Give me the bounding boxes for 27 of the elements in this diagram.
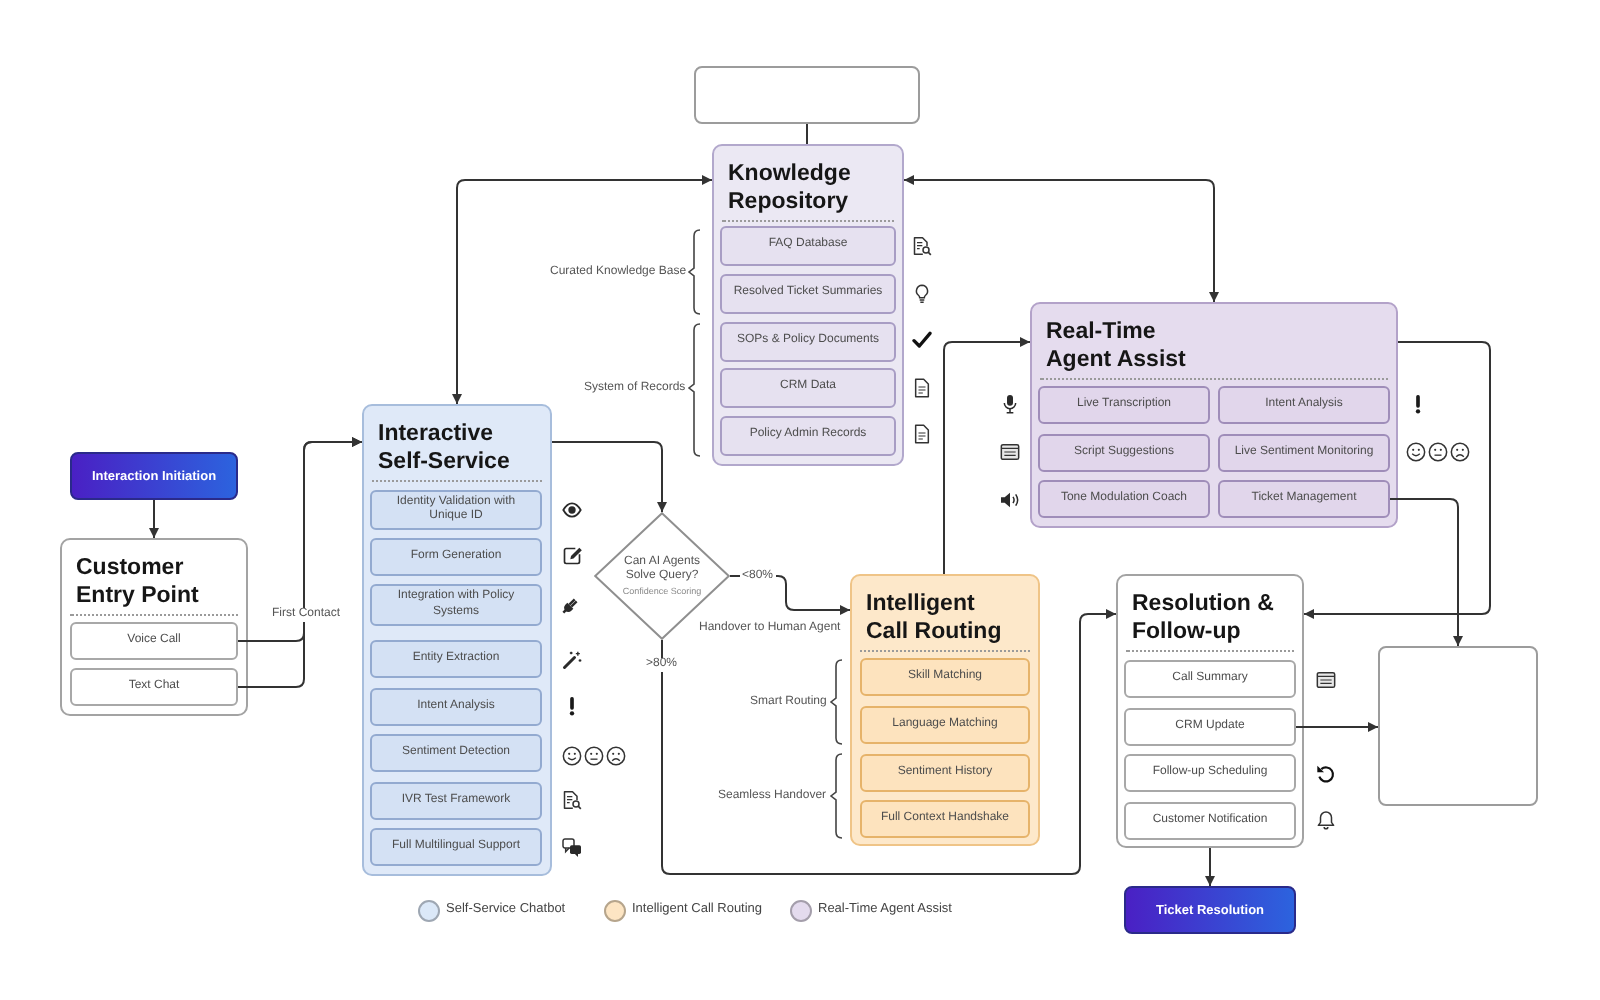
double-arrow xyxy=(452,175,713,405)
panel-title: Knowledge Repository xyxy=(728,162,853,216)
double-arrow xyxy=(903,175,1219,303)
empty-card xyxy=(694,66,920,124)
stage-panel xyxy=(1116,574,1304,848)
arrow xyxy=(149,499,159,539)
arrow xyxy=(1205,847,1215,887)
panel-title: Customer Entry Point xyxy=(76,556,201,610)
arrow xyxy=(729,575,851,615)
empty-card xyxy=(1378,646,1538,806)
arrow xyxy=(1303,341,1491,619)
arrow xyxy=(943,337,1031,575)
panel-title: Resolution & Follow-up xyxy=(1132,592,1276,646)
panel-title: Real-Time Agent Assist xyxy=(1046,320,1188,374)
arrow xyxy=(1389,498,1463,647)
stage-panel xyxy=(712,144,904,466)
arrow xyxy=(661,609,1117,875)
arrow xyxy=(551,441,667,513)
stage-panel xyxy=(850,574,1040,846)
stage-panel xyxy=(60,538,248,716)
arrow xyxy=(1295,722,1379,732)
stage-panel xyxy=(1030,302,1398,528)
stage-panel xyxy=(362,404,552,876)
arrow xyxy=(237,437,363,688)
panel-title: Intelligent Call Routing xyxy=(866,592,1004,646)
connector-line xyxy=(806,123,808,145)
panel-title: Interactive Self-Service xyxy=(378,422,512,476)
